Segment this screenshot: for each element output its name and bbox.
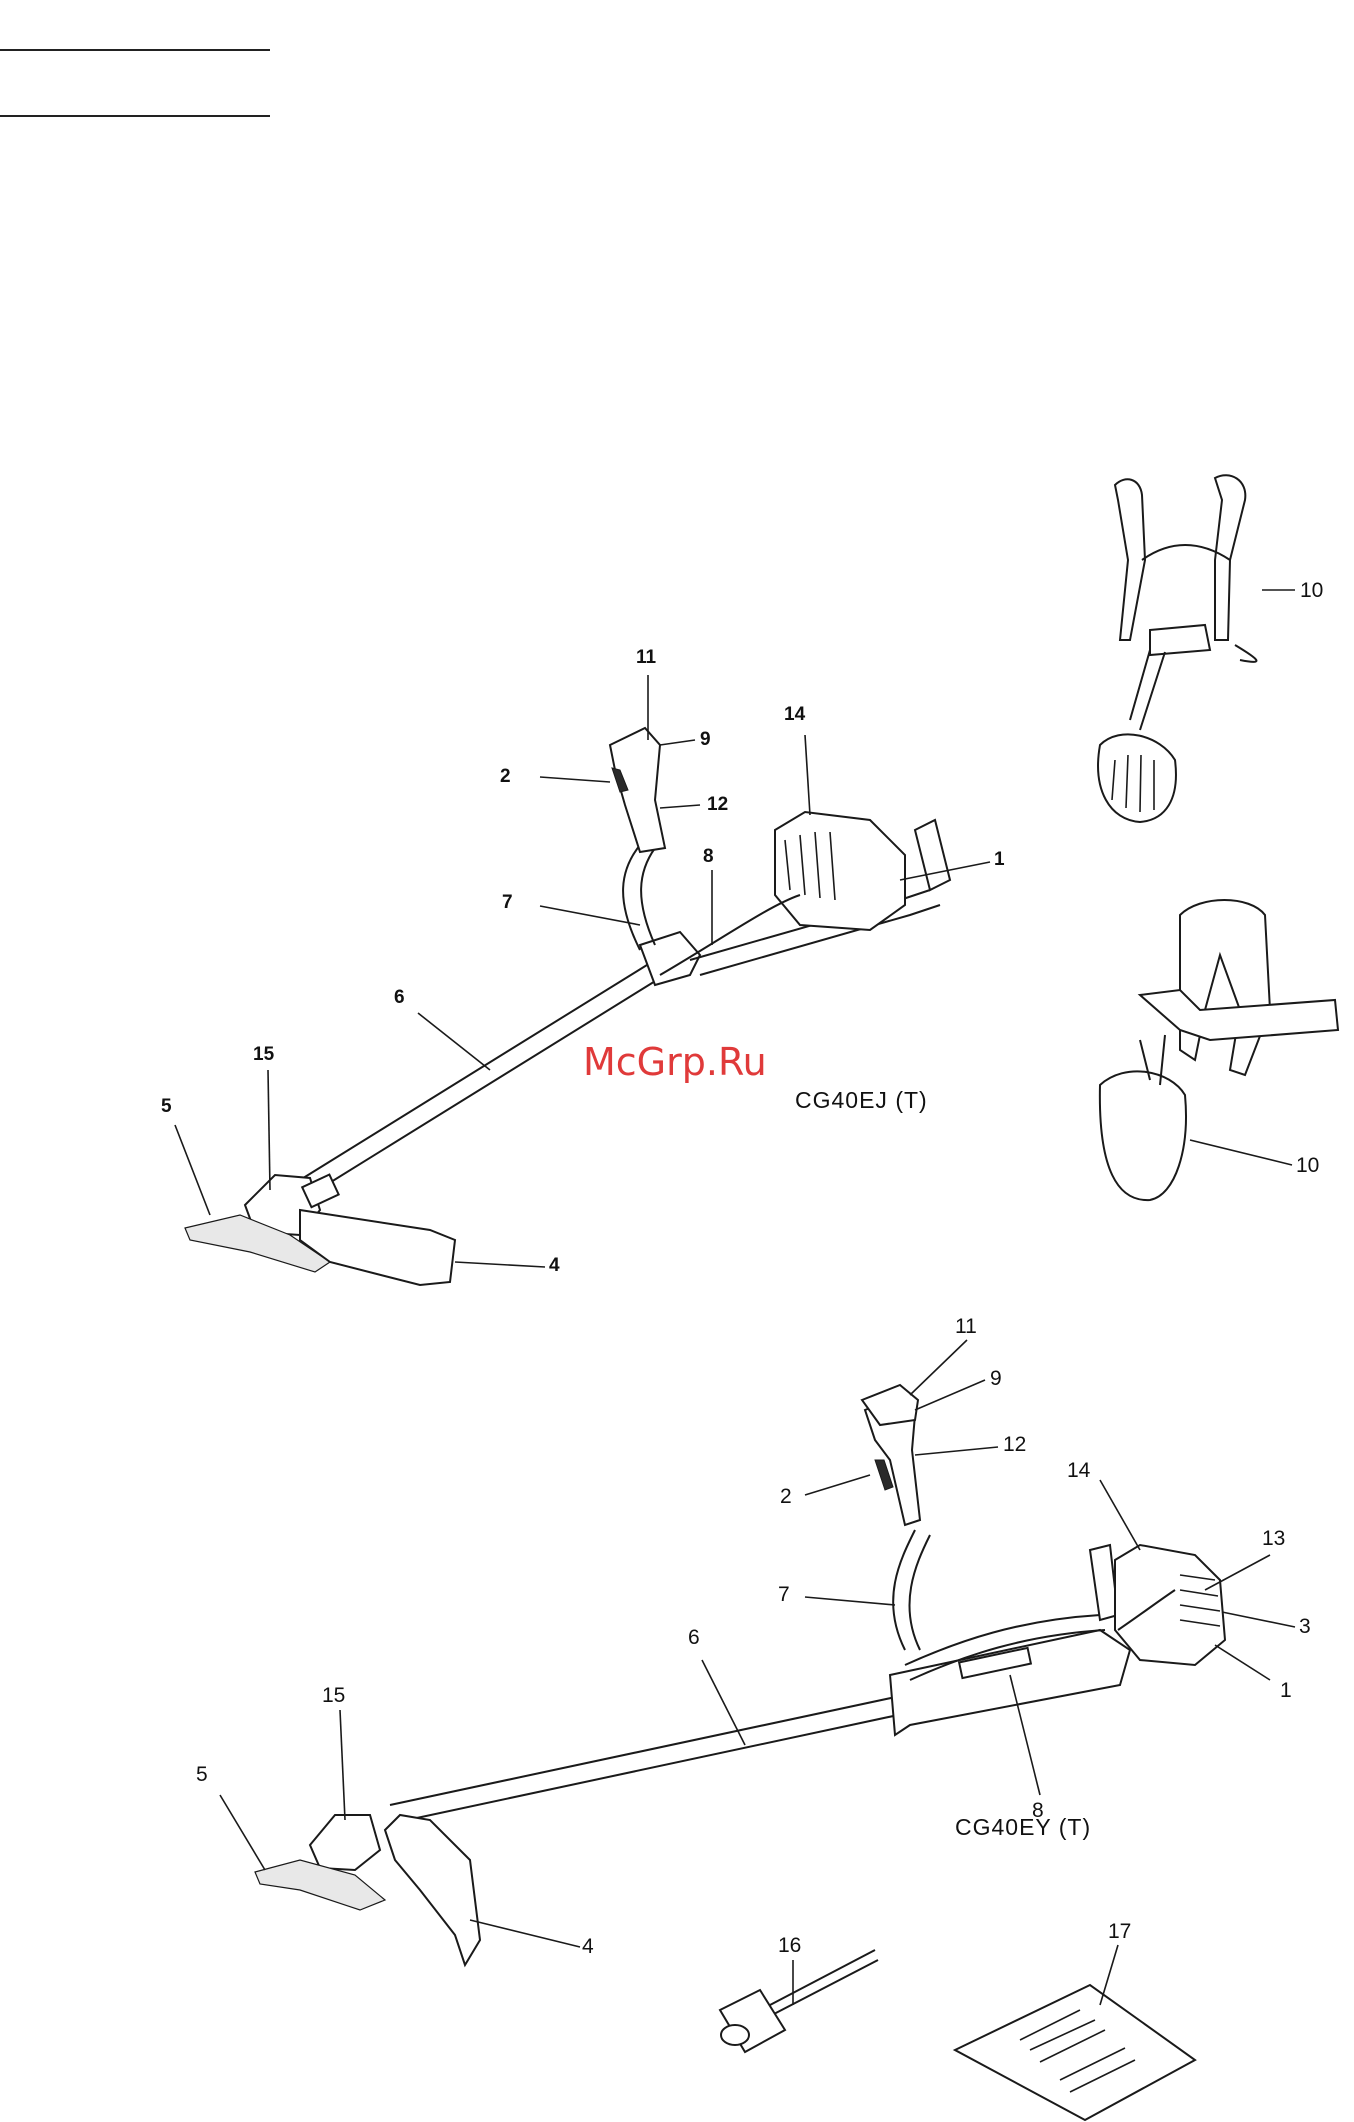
harness-lower-straps (1130, 645, 1256, 730)
callout-5-upper: 5 (161, 1097, 172, 1116)
leader-17 (1100, 1945, 1118, 2005)
drive-shaft-6-lower (390, 1695, 912, 1822)
callout-10-harness-lower: 10 (1296, 1155, 1319, 1176)
harness-hip-pad (1098, 734, 1176, 822)
leader-4-lower (470, 1920, 580, 1947)
callout-9-upper: 9 (700, 730, 711, 749)
callout-12-upper: 12 (707, 795, 728, 814)
shoulder-harness-upper (1098, 475, 1256, 822)
model-label-cg40ej: CG40EJ (T) (795, 1087, 928, 1114)
callout-5-lower: 5 (196, 1764, 208, 1785)
instruction-manual-17 (955, 1985, 1195, 2120)
callout-15-lower: 15 (322, 1685, 345, 1706)
harness-strap-right (1215, 475, 1245, 640)
handle-clamp-7 (640, 932, 700, 985)
leader-15-lower (340, 1710, 345, 1820)
right-grip-lower (1090, 1545, 1118, 1620)
callout-10-harness-upper: 10 (1300, 580, 1323, 601)
manual-cover (955, 1985, 1195, 2120)
watermark: McGrp.Ru (583, 1040, 767, 1084)
model-label-cg40ey: CG40EY (T) (955, 1814, 1091, 1841)
callout-1-lower: 1 (1280, 1680, 1292, 1701)
callout-3-lower: 3 (1299, 1616, 1311, 1637)
callout-2-lower: 2 (780, 1486, 792, 1507)
cutting-blade-5-lower (255, 1860, 385, 1910)
throttle-grip-12 (610, 728, 665, 852)
callout-16: 16 (778, 1935, 801, 1956)
leader-2-lower (805, 1475, 870, 1495)
leader-12-upper (660, 805, 700, 808)
leader-9-upper (660, 740, 695, 745)
handle-arm-7 (893, 1530, 930, 1650)
harness-buckle (1150, 625, 1210, 655)
leader-4-upper (455, 1262, 545, 1267)
blade-guard-4-lower (385, 1815, 480, 1965)
leader-5-lower (220, 1795, 265, 1870)
leader-15-upper (268, 1070, 270, 1190)
leader-3-lower (1222, 1612, 1295, 1627)
leader-11-lower (910, 1340, 967, 1395)
harness-hip-pad-lower (1100, 1071, 1186, 1200)
wrench-socket-end (721, 2025, 749, 2045)
callout-15-upper: 15 (253, 1045, 274, 1064)
shaft-housing (890, 1630, 1130, 1735)
leader-13-lower (1205, 1555, 1270, 1590)
leader-14-upper (805, 735, 810, 815)
wrench-handle (770, 1950, 878, 2015)
leader-6-lower (702, 1660, 745, 1745)
leader-6-upper (418, 1013, 490, 1070)
leader-1-lower (1215, 1645, 1270, 1680)
leader-2-upper (540, 777, 610, 782)
trimmer-cg40ej-drawing (185, 728, 950, 1285)
right-grip (915, 820, 950, 890)
callout-4-upper: 4 (549, 1256, 560, 1275)
leader-14-lower (1100, 1480, 1140, 1550)
callout-17: 17 (1108, 1921, 1131, 1942)
leader-9-lower (915, 1380, 985, 1410)
callout-8-upper: 8 (703, 847, 714, 866)
engine-14-lower (1115, 1545, 1225, 1665)
callout-13-lower: 13 (1262, 1528, 1285, 1549)
callout-6-upper: 6 (394, 988, 405, 1007)
callout-6-lower: 6 (688, 1627, 700, 1648)
harness-shoulder-pad (1180, 900, 1270, 1075)
callout-11-upper: 11 (636, 648, 656, 667)
harness-strap-left (1115, 479, 1145, 640)
leader-10-lower (1190, 1140, 1292, 1165)
callout-11-lower: 11 (955, 1316, 977, 1337)
callout-4-lower: 4 (582, 1936, 594, 1957)
gear-head-15-lower (310, 1815, 380, 1870)
callout-14-upper: 14 (784, 705, 805, 724)
callout-7-lower: 7 (778, 1584, 790, 1605)
leader-5-upper (175, 1125, 210, 1215)
engine-14 (775, 812, 905, 930)
blade-guard-4 (300, 1210, 455, 1285)
leader-7-lower (805, 1597, 895, 1605)
callout-1-upper: 1 (994, 850, 1005, 869)
leader-12-lower (915, 1447, 998, 1455)
callout-9-lower: 9 (990, 1368, 1002, 1389)
callout-14-lower: 14 (1067, 1460, 1090, 1481)
callout-2-upper: 2 (500, 767, 511, 786)
callout-7-upper: 7 (502, 893, 513, 912)
handle-bar-left (623, 845, 655, 950)
box-wrench-16 (720, 1950, 878, 2052)
callout-12-lower: 12 (1003, 1434, 1026, 1455)
